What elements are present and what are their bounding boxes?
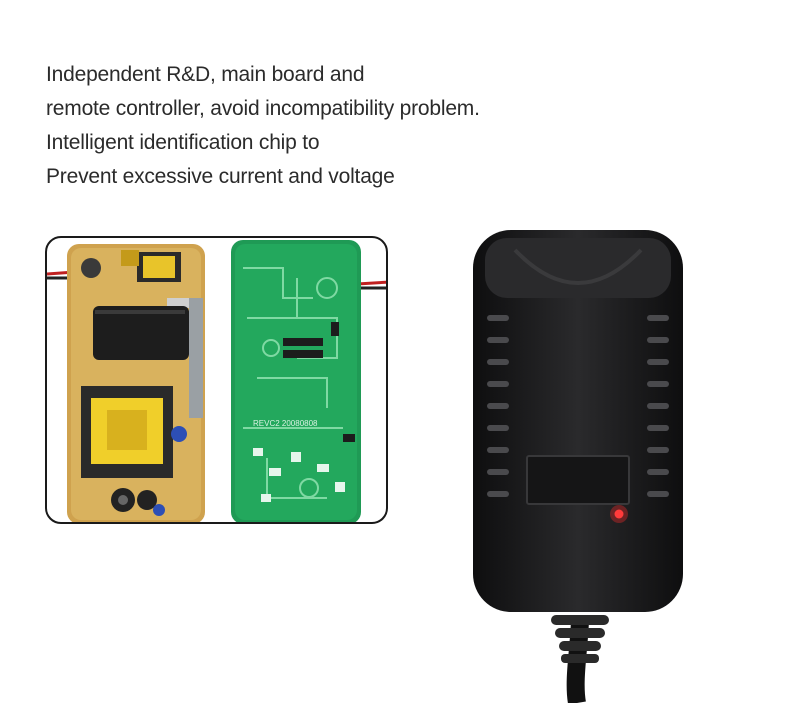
feature-description: Independent R&D, main board and remote c…	[46, 58, 566, 194]
caption-line-4: Prevent excessive current and voltage	[46, 165, 395, 188]
caption-line-3: Intelligent identification chip to	[46, 131, 320, 154]
remote-board: REVC2 20080808	[231, 240, 361, 522]
main-board	[67, 244, 205, 522]
power-adapter-illustration	[473, 230, 683, 705]
caption-line-2: remote controller, avoid incompatibility…	[46, 97, 480, 120]
caption-line-1: Independent R&D, main board and	[46, 63, 365, 86]
board-marking: REVC2 20080808	[253, 419, 318, 428]
circuit-boards-photo: REVC2 20080808	[45, 236, 388, 524]
power-adapter-photo	[455, 220, 705, 708]
circuit-boards-illustration: REVC2 20080808	[47, 240, 386, 522]
power-indicator-led	[614, 509, 624, 519]
